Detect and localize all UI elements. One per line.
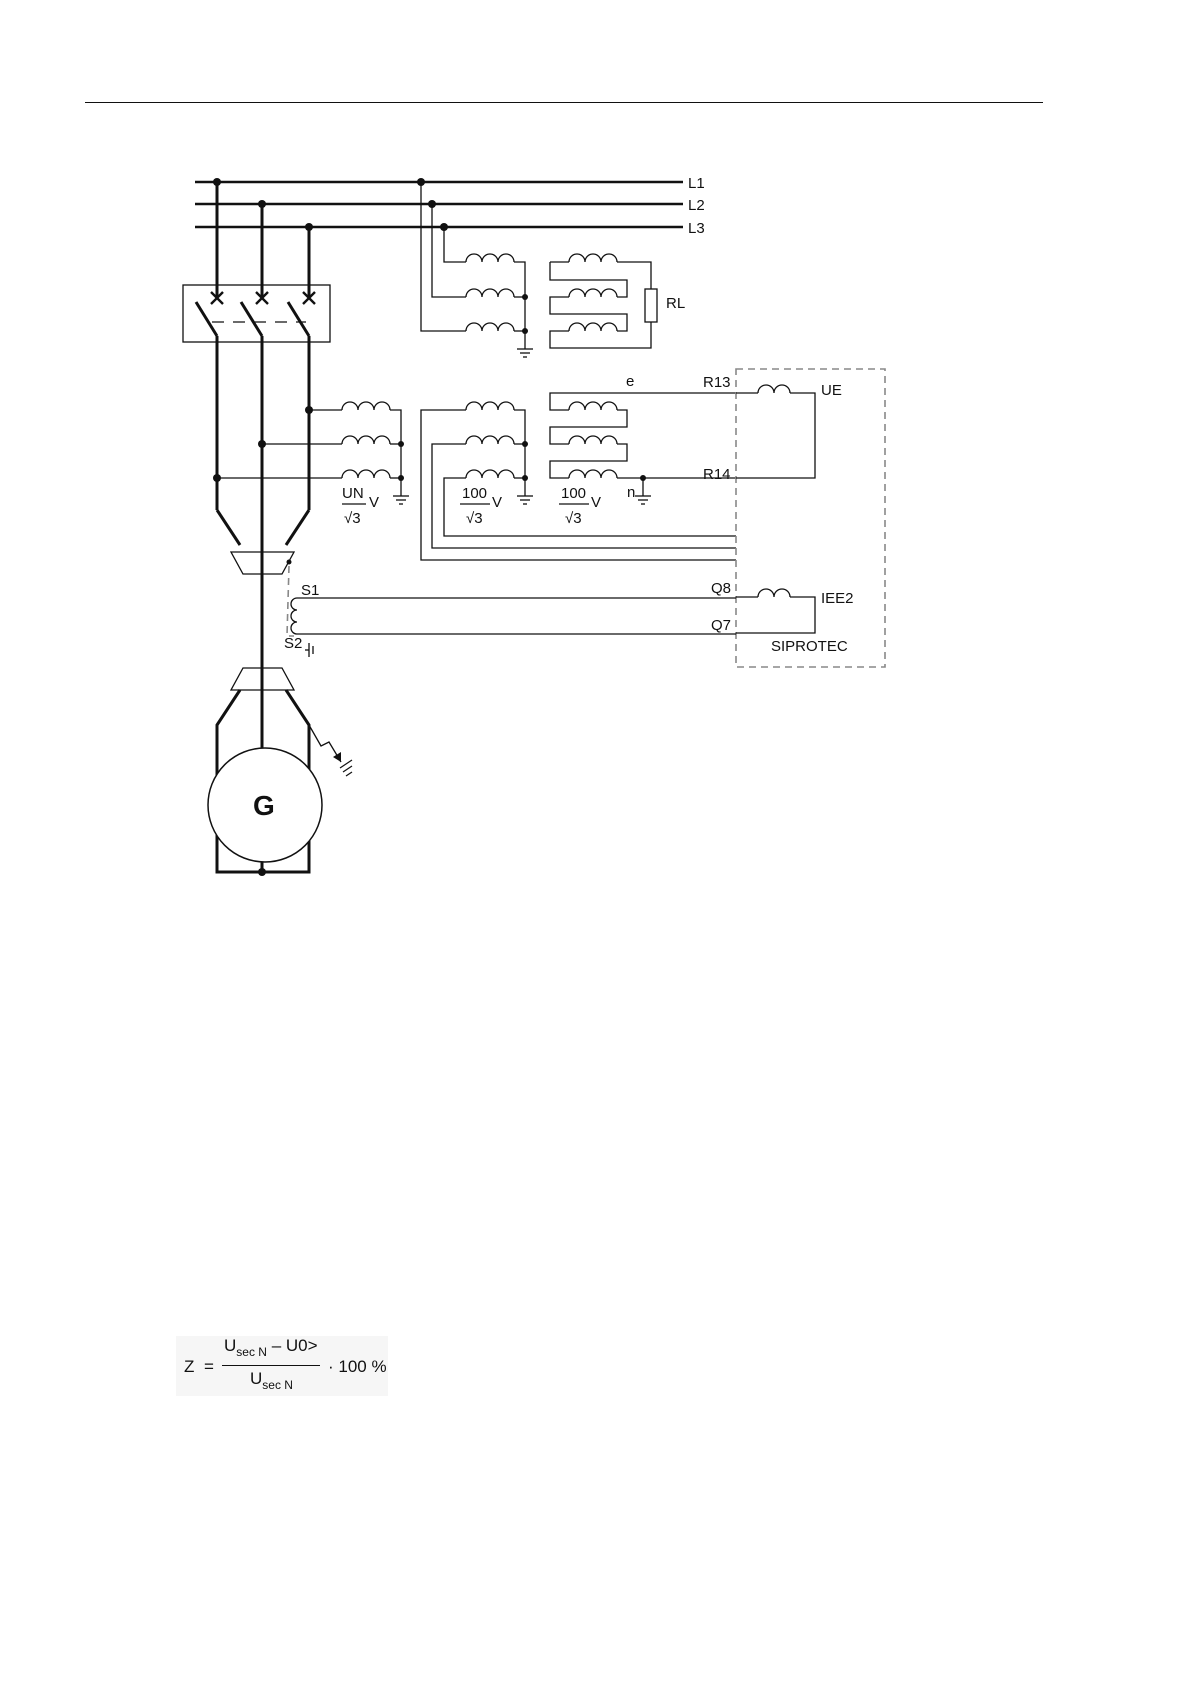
vt-ratio-primary-sqrt: √3 xyxy=(344,510,361,527)
terminal-r13: R13 xyxy=(703,374,731,391)
relay-name: SIPROTEC xyxy=(771,638,848,655)
formula-u1: U xyxy=(224,1336,236,1355)
circuit-breaker xyxy=(183,182,330,342)
formula-lhs: Z xyxy=(184,1357,194,1377)
core-balance-ct: S1 S2 xyxy=(231,545,736,657)
formula-fraction-bar xyxy=(222,1365,320,1366)
generator: G xyxy=(208,660,352,876)
terminal-r14: R14 xyxy=(703,466,731,483)
vt-ratio-secondary-b-unit: V xyxy=(591,494,601,511)
vt-ratio-primary-unit: V xyxy=(369,494,379,511)
label-l3: L3 xyxy=(688,220,705,237)
terminal-s2: S2 xyxy=(284,635,302,652)
siprotec-relay: R13 R14 UE Q8 Q7 IEE2 SIPROTEC xyxy=(703,369,885,667)
vt-ratio-secondary-a-unit: V xyxy=(492,494,502,511)
protection-vt: 100 √3 V e n 100 √3 V xyxy=(421,373,736,560)
generator-label: G xyxy=(253,790,275,821)
formula: Z = Usec N – U0> Usec N · 100 % xyxy=(176,1336,388,1396)
vt-ratio-secondary-a: 100 xyxy=(462,485,487,502)
label-l2: L2 xyxy=(688,197,705,214)
formula-u1-sub: sec N xyxy=(236,1345,267,1359)
formula-u2: U xyxy=(250,1369,262,1388)
upper-vt-with-load-resistor: RL xyxy=(421,182,685,357)
terminal-q8: Q8 xyxy=(711,580,731,597)
label-l1: L1 xyxy=(688,175,705,192)
terminal-s1: S1 xyxy=(301,582,319,599)
formula-u2-sub: sec N xyxy=(262,1378,293,1392)
terminal-q7: Q7 xyxy=(711,617,731,634)
main-conductors xyxy=(213,336,313,660)
vt-ratio-secondary-a-sqrt: √3 xyxy=(466,510,483,527)
formula-minus-term: – U0> xyxy=(267,1336,318,1355)
busbars: L1 L2 L3 xyxy=(195,175,705,237)
formula-eq: = xyxy=(204,1357,214,1377)
formula-denominator: Usec N xyxy=(250,1369,293,1389)
relay-input-ue: UE xyxy=(821,382,842,399)
terminal-n: n xyxy=(627,484,635,501)
load-resistor-label: RL xyxy=(666,295,685,312)
terminal-e: e xyxy=(626,373,634,390)
vt-ratio-primary: UN xyxy=(342,485,364,502)
formula-numerator: Usec N – U0> xyxy=(224,1336,318,1356)
vt-ratio-secondary-b-sqrt: √3 xyxy=(565,510,582,527)
generator-vt: UN √3 V xyxy=(217,402,409,527)
formula-factor: · 100 % xyxy=(328,1357,387,1377)
relay-input-iee2: IEE2 xyxy=(821,590,854,607)
vt-ratio-secondary-b: 100 xyxy=(561,485,586,502)
